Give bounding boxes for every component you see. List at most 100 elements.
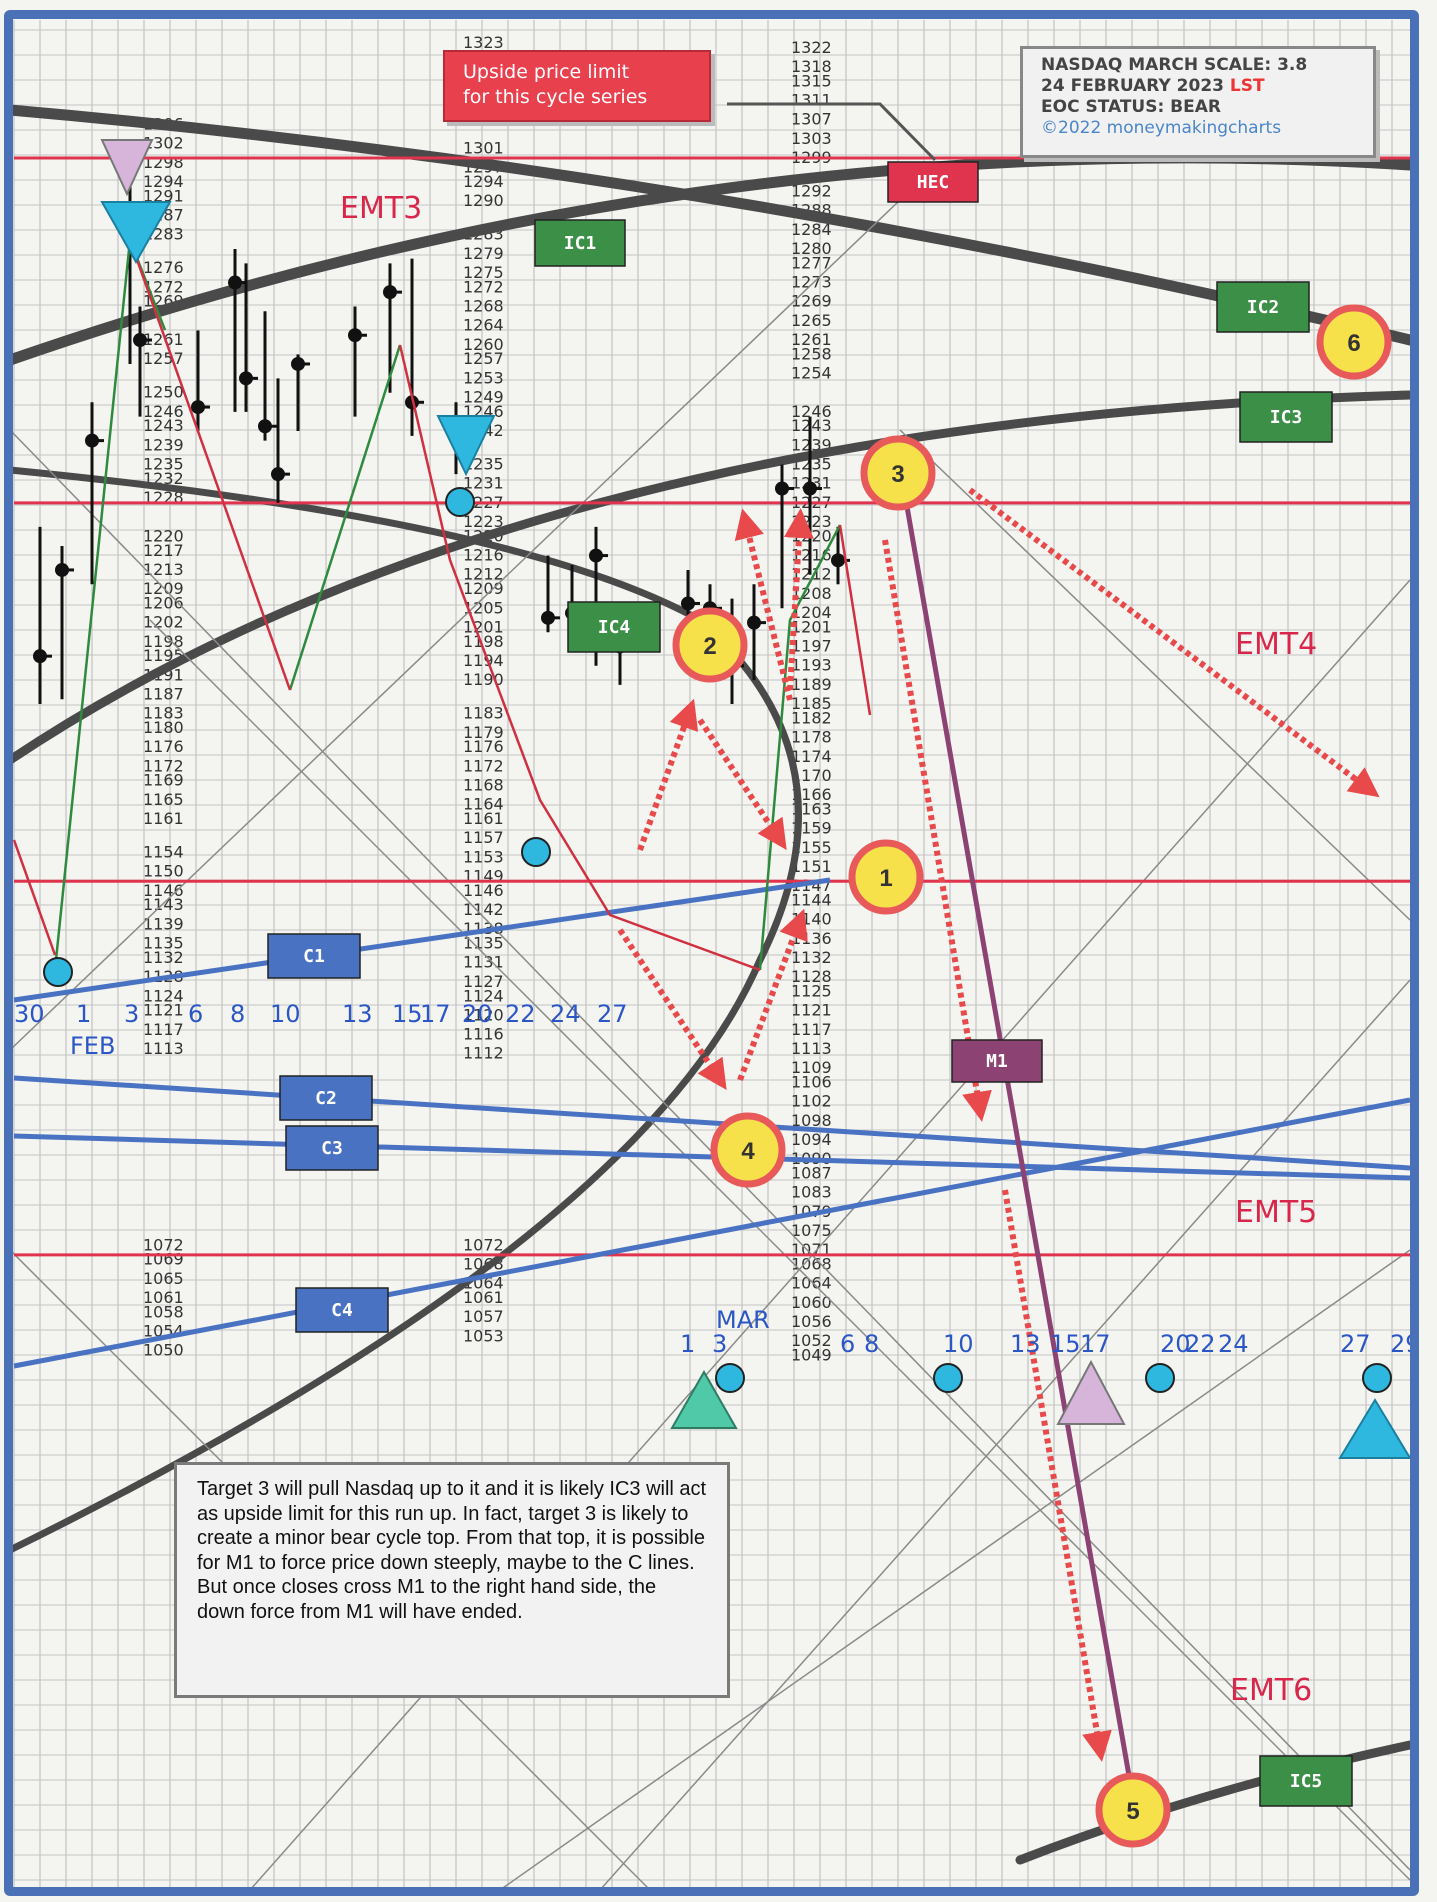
right-scale-label: 1128 <box>791 967 832 986</box>
down-swing <box>12 839 57 956</box>
right-scale-label: 1052 <box>791 1331 832 1350</box>
date-label: 29 <box>1390 1330 1421 1358</box>
c2-label: C2 <box>279 1075 373 1121</box>
mid-scale-label: 1323 <box>463 33 504 52</box>
left-scale-label: 1183 <box>143 704 184 723</box>
right-scale-label: 1280 <box>791 239 832 258</box>
date-label: 27 <box>597 1000 628 1028</box>
gann-diagonal <box>599 979 1411 1891</box>
left-scale-label: 1165 <box>143 790 184 809</box>
target-1-circle <box>848 839 924 915</box>
close-dot <box>191 400 205 415</box>
date-label: 6 <box>188 1000 203 1028</box>
mid-scale-label: 1153 <box>463 847 504 866</box>
date-label: 27 <box>1340 1330 1371 1358</box>
left-scale-label: 1124 <box>143 986 184 1005</box>
projection-arrow <box>734 508 793 701</box>
right-scale-label: 1109 <box>791 1058 832 1077</box>
ic4-label-box <box>567 601 661 653</box>
left-scale-label: 1058 <box>143 1302 184 1321</box>
m1-label-box <box>951 1039 1043 1083</box>
chart-date: 24 FEBRUARY 2023 <box>1041 76 1224 96</box>
target-3-circle <box>860 435 936 511</box>
left-scale-label: 1176 <box>143 737 184 756</box>
close-dot <box>291 356 305 371</box>
date-label: 24 <box>1218 1330 1249 1358</box>
cyan-cycle-circle <box>1145 1363 1175 1393</box>
mid-scale-label: 1112 <box>463 1044 504 1063</box>
c2-line <box>13 1075 1411 1171</box>
projection-arrow <box>783 508 814 691</box>
c3-label-text: C3 <box>321 1138 343 1159</box>
eoc-status: EOC STATUS: BEAR <box>1041 97 1221 117</box>
right-scale-label: 1189 <box>791 675 832 694</box>
close-dot <box>258 419 272 434</box>
left-scale-label: 1187 <box>143 684 184 703</box>
right-scale-label: 1284 <box>791 220 832 239</box>
c1-line <box>13 877 831 1003</box>
left-scale-label: 1239 <box>143 435 184 454</box>
left-scale-label: 1261 <box>143 330 184 349</box>
mid-scale-label: 1053 <box>463 1326 504 1345</box>
target-4-label: 4 <box>741 1138 755 1165</box>
c4-label: C4 <box>295 1287 389 1333</box>
right-scale-label: 1182 <box>791 708 832 727</box>
close-dot <box>383 285 397 300</box>
mid-scale-label: 1146 <box>463 881 504 900</box>
ic4-label-text: IC4 <box>598 617 631 638</box>
left-scale-label: 1180 <box>143 718 184 737</box>
mid-scale-label: 1057 <box>463 1307 504 1326</box>
month-label-mar: MAR <box>716 1306 770 1334</box>
right-scale-label: 1087 <box>791 1163 832 1182</box>
right-scale-label: 1201 <box>791 617 832 636</box>
projection-arrow <box>637 698 699 852</box>
c4-line <box>13 1097 1411 1369</box>
ic5-arc <box>1015 1740 1415 1865</box>
left-scale-label: 1294 <box>143 172 184 191</box>
mid-scale-label: 1061 <box>463 1288 504 1307</box>
mid-scale-label: 1179 <box>463 723 504 742</box>
up-swing <box>288 344 402 691</box>
projection-arrow <box>968 487 1380 798</box>
c1-label-text: C1 <box>303 946 325 967</box>
projection-arrow <box>697 718 787 850</box>
mid-scale-label: 1124 <box>463 986 504 1005</box>
right-scale-label: 1106 <box>791 1072 832 1091</box>
date-label: 1 <box>76 1000 91 1028</box>
hec-label-box <box>887 161 979 203</box>
mid-scale-label: 1157 <box>463 828 504 847</box>
left-scale-label: 1065 <box>143 1269 184 1288</box>
right-scale-label: 1178 <box>791 728 832 747</box>
left-scale-label: 1117 <box>143 1020 184 1039</box>
m1-label: M1 <box>951 1039 1043 1083</box>
month-label-feb: FEB <box>70 1032 115 1060</box>
close-dot <box>271 467 285 482</box>
cyan-up-triangle <box>1338 1398 1412 1459</box>
projection-arrow <box>617 928 727 1090</box>
left-scale-label: 1154 <box>143 843 184 862</box>
left-scale-label: 1217 <box>143 541 184 560</box>
c2-label-box <box>279 1075 373 1121</box>
right-scale-label: 1265 <box>791 311 832 330</box>
mid-scale-label: 1116 <box>463 1025 504 1044</box>
left-scale-label: 1302 <box>143 134 184 153</box>
right-scale-label: 1144 <box>791 890 832 909</box>
emt-label-3: EMT3 <box>340 191 422 226</box>
right-scale-label: 1064 <box>791 1274 832 1293</box>
target-5-label: 5 <box>1126 1798 1139 1825</box>
left-scale-label: 1198 <box>143 632 184 651</box>
close-dot <box>589 548 603 563</box>
mid-scale-label: 1142 <box>463 900 504 919</box>
right-scale-label: 1075 <box>791 1221 832 1240</box>
c3-label-box <box>285 1125 379 1171</box>
left-scale-label: 1220 <box>143 526 184 545</box>
cycle-markers <box>43 139 1412 1459</box>
m1-line <box>899 477 1138 1811</box>
right-scale-label: 1254 <box>791 364 832 383</box>
cyan-cycle-circle <box>715 1363 745 1393</box>
chart-date-line: 24 FEBRUARY 2023 LST <box>1041 76 1355 97</box>
left-scale-label: 1072 <box>143 1235 184 1254</box>
